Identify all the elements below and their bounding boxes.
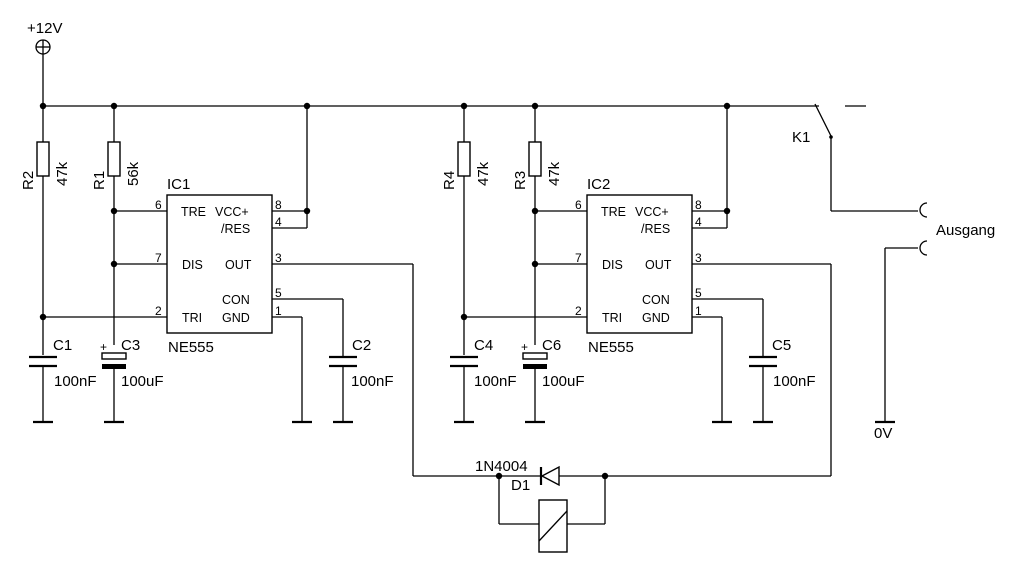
resistor-r4 <box>457 106 471 355</box>
ic2-pin-vcc: VCC+ <box>635 205 669 219</box>
output-connector <box>875 202 928 424</box>
ground-label: 0V <box>874 425 892 442</box>
c3-polarity: + <box>100 340 107 354</box>
stage-1: + <box>29 106 414 476</box>
ic2-pin-tre: TRE <box>601 205 626 219</box>
ic2-ref: IC2 <box>587 176 610 193</box>
ic1-pin-dis: DIS <box>182 258 203 272</box>
ic2-pin-number-8: 8 <box>695 198 702 212</box>
ic1-pin-con: CON <box>222 293 250 307</box>
diode-value: 1N4004 <box>475 458 528 475</box>
ic2-pin-out: OUT <box>645 258 672 272</box>
ic1-pin-number-1: 1 <box>275 304 282 318</box>
ic1-pin-number-5: 5 <box>275 286 282 300</box>
c3-ref: C3 <box>121 337 140 354</box>
ic2-pin-number-6: 6 <box>575 198 582 212</box>
ic2-pin-gnd: GND <box>642 311 670 325</box>
c4-value: 100nF <box>474 373 517 390</box>
ic2-pin-number-1: 1 <box>695 304 702 318</box>
ic2-pin-number-5: 5 <box>695 286 702 300</box>
r1-value: 56k <box>125 161 142 186</box>
c4-ref: C4 <box>474 337 493 354</box>
supply-label: +12V <box>27 20 62 37</box>
ic1-pin-gnd: GND <box>222 311 250 325</box>
ic2-pin-tri: TRI <box>602 311 622 325</box>
ic2-pin-number-4: 4 <box>695 215 702 229</box>
ic2-pin-number-3: 3 <box>695 251 702 265</box>
ic2-type: NE555 <box>588 339 634 356</box>
c6-value: 100uF <box>542 373 585 390</box>
ic1-pin-number-7: 7 <box>155 251 162 265</box>
output-label: Ausgang <box>936 222 995 239</box>
resistor-r3 <box>528 106 542 345</box>
r2-value: 47k <box>54 161 71 186</box>
c1-ref: C1 <box>53 337 72 354</box>
supply-terminal <box>35 39 51 55</box>
ic1-pin-number-4: 4 <box>275 215 282 229</box>
c2-ref: C2 <box>352 337 371 354</box>
r2-ref: R2 <box>20 171 37 190</box>
supply-rail <box>42 54 866 142</box>
resistor-r1 <box>107 106 121 345</box>
r1-ref: R1 <box>91 171 108 190</box>
capacitor-c1 <box>29 355 57 424</box>
ic1-pin-res: /RES <box>221 222 250 236</box>
ic1-pin-number-8: 8 <box>275 198 282 212</box>
c6-ref: C6 <box>542 337 561 354</box>
ic2-pin-con: CON <box>642 293 670 307</box>
ic2-pin-res: /RES <box>641 222 670 236</box>
capacitor-c2 <box>329 355 357 424</box>
relay-switch-k1 <box>814 103 918 212</box>
capacitor-c5 <box>749 355 777 424</box>
switch-ref: K1 <box>792 129 810 146</box>
ic1-type: NE555 <box>168 339 214 356</box>
capacitor-c3 <box>101 352 127 424</box>
r4-value: 47k <box>475 161 492 186</box>
ic1-ref: IC1 <box>167 176 190 193</box>
c1-value: 100nF <box>54 373 97 390</box>
ic1-pin-number-3: 3 <box>275 251 282 265</box>
ic1-pin-vcc: VCC+ <box>215 205 249 219</box>
c5-ref: C5 <box>772 337 791 354</box>
r3-ref: R3 <box>512 171 529 190</box>
ic1-pin-tri: TRI <box>182 311 202 325</box>
ic1-pin-out: OUT <box>225 258 252 272</box>
c5-value: 100nF <box>773 373 816 390</box>
diode-ref: D1 <box>511 477 530 494</box>
c2-value: 100nF <box>351 373 394 390</box>
ic1-pin-tre: TRE <box>181 205 206 219</box>
capacitor-c4 <box>450 355 478 424</box>
r3-value: 47k <box>546 161 563 186</box>
junction-dots <box>39 102 731 480</box>
r4-ref: R4 <box>441 171 458 190</box>
c6-polarity: + <box>521 340 528 354</box>
ic2-pin-number-2: 2 <box>575 304 582 318</box>
ic1-pin-number-2: 2 <box>155 304 162 318</box>
ic2-pin-dis: DIS <box>602 258 623 272</box>
c3-value: 100uF <box>121 373 164 390</box>
ic1-pin-number-6: 6 <box>155 198 162 212</box>
capacitor-c6 <box>522 352 548 424</box>
ic2-pin-number-7: 7 <box>575 251 582 265</box>
resistor-r2 <box>36 141 50 355</box>
stage-2: + <box>450 106 832 476</box>
ic2-ne555 <box>586 194 693 334</box>
relay-coil <box>498 476 606 553</box>
